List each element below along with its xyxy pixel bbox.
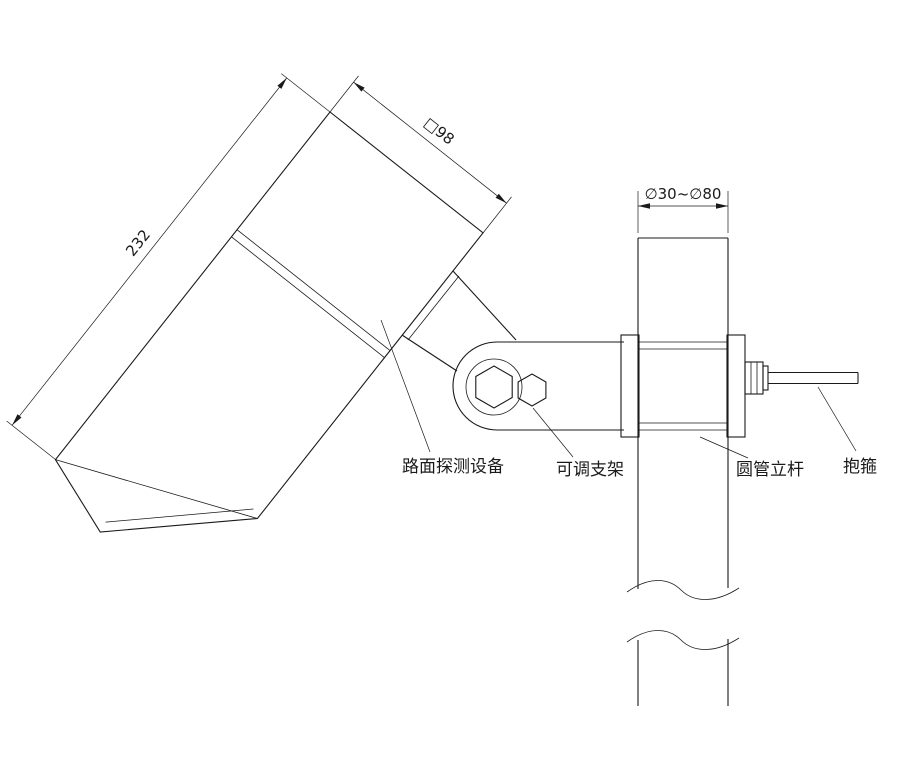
device-front-edge	[55, 459, 258, 519]
pivot-plate	[452, 341, 624, 431]
extension-line	[281, 73, 331, 113]
dimension-text-device-face: □98	[420, 114, 457, 149]
leader-line-pole	[699, 436, 749, 459]
mounting-arm	[401, 270, 517, 372]
pivot-boss-circle	[465, 358, 523, 416]
dimension-arrow	[12, 414, 22, 426]
dimension-line	[353, 81, 507, 204]
dimension-text-device-length: 232	[122, 226, 154, 260]
arm-upper-edge	[452, 270, 517, 341]
leader-line-clamp	[817, 386, 857, 452]
callouts: 路面探测设备 可调支架 圆管立杆 抱箍	[380, 319, 877, 480]
arm-flange-line	[407, 275, 460, 341]
clamp-right-jaw	[726, 334, 746, 438]
dimension-text-pole-diameter: ∅30~∅80	[645, 185, 722, 203]
leader-line-bracket	[532, 407, 574, 458]
dimension-arrow	[716, 203, 728, 209]
clamp-washer	[762, 365, 769, 391]
dimension-arrow	[277, 77, 287, 89]
extension-line	[6, 420, 56, 460]
leader-line-device	[380, 319, 431, 453]
label-device: 路面探测设备	[402, 457, 504, 477]
device-seam-line-lower	[231, 236, 385, 358]
dim-device-face: □98	[329, 75, 512, 234]
device-housing	[54, 111, 484, 533]
device-visor-inner-edge	[105, 508, 254, 523]
dim-device-length: 232	[6, 73, 331, 460]
pole-clamp	[620, 334, 746, 438]
dim-pole-diameter: ∅30~∅80	[637, 185, 729, 233]
pole-break-line-upper	[626, 580, 740, 600]
clamp-nut	[744, 361, 764, 395]
adjustable-bracket	[452, 341, 624, 431]
clamp-bolt	[744, 361, 859, 395]
device-seam-line-upper	[236, 229, 391, 351]
extension-line	[329, 75, 359, 113]
dimension-arrow	[495, 193, 507, 204]
device-outline	[54, 111, 484, 533]
dimension-arrow	[638, 203, 650, 209]
pole	[626, 237, 740, 706]
label-bracket: 可调支架	[556, 460, 624, 480]
dimension-arrow	[353, 82, 365, 92]
pole-break-line-lower	[626, 630, 740, 650]
label-pole: 圆管立杆	[736, 460, 804, 480]
adjust-bolt-hex	[517, 373, 547, 407]
dimension-line	[11, 77, 288, 426]
label-clamp: 抱箍	[843, 457, 877, 477]
clamp-left-jaw	[620, 334, 640, 438]
arm-lower-edge	[401, 334, 458, 372]
pivot-bolt-hex	[475, 365, 513, 409]
extension-line	[482, 196, 512, 234]
